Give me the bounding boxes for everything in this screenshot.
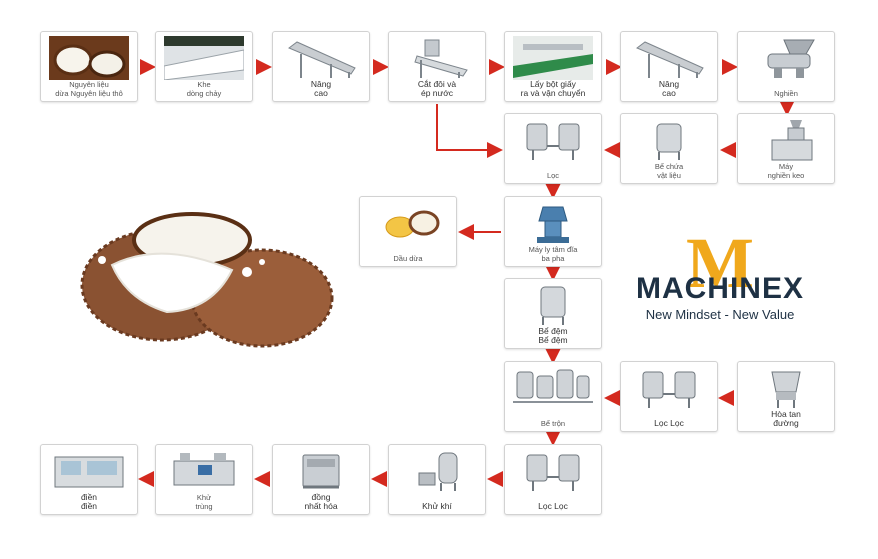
degasser-image (418, 452, 458, 491)
node-label: Lọc (546, 171, 560, 180)
node-label: Dầu dừa (393, 254, 423, 263)
node-label: Lọc Lọc (654, 418, 684, 428)
arrow-split-juice-to-filter (436, 104, 503, 158)
coconut-oil-image (385, 210, 440, 238)
filling-machine-image (54, 456, 124, 488)
node-coconut-oil: Dầu dừa (359, 196, 457, 267)
coconut-halves-image (49, 36, 129, 80)
storage-tank-image (656, 123, 682, 160)
incline-conveyor-image (288, 41, 356, 78)
node-label: Nghiền (774, 89, 798, 98)
twin-filter-image (526, 454, 580, 491)
brand-name: MACHINEX (635, 272, 804, 305)
twin-filter-image (642, 371, 696, 408)
coconut-milk-illustration (80, 212, 334, 348)
node-filter-3: Lọc Lọc (504, 444, 602, 515)
node-mixing: Bể trộn (504, 361, 602, 432)
svg-text:M: M (686, 223, 754, 303)
pulp-conveyor-image (513, 36, 593, 80)
node-filter-1: Lọc (504, 113, 602, 184)
twin-filter-image (526, 123, 580, 160)
node-label: Bể trộn (540, 419, 566, 428)
flume-channel-image (164, 36, 244, 80)
brand-tagline: New Mindset - New Value (645, 307, 795, 322)
node-label: Khử khí (422, 501, 452, 511)
machinex-logo-mark: M (686, 223, 754, 303)
node-grind: Nghiền (737, 31, 835, 102)
node-filter-2: Lọc Lọc (620, 361, 718, 432)
sugar-dissolver-image (771, 371, 801, 408)
mixing-tanks-image (513, 369, 593, 403)
node-degas: Khử khí (388, 444, 486, 515)
grinder-image (767, 39, 815, 78)
homogenizer-image (302, 454, 340, 489)
colloid-mill-image (771, 120, 813, 161)
incline-conveyor-image (636, 41, 704, 78)
node-label: Lọc Lọc (538, 501, 568, 511)
buffer-tank-image (540, 286, 566, 325)
splitting-machine-image (414, 39, 468, 78)
disc-separator-image (537, 206, 569, 243)
sterilizer-image (173, 453, 235, 486)
